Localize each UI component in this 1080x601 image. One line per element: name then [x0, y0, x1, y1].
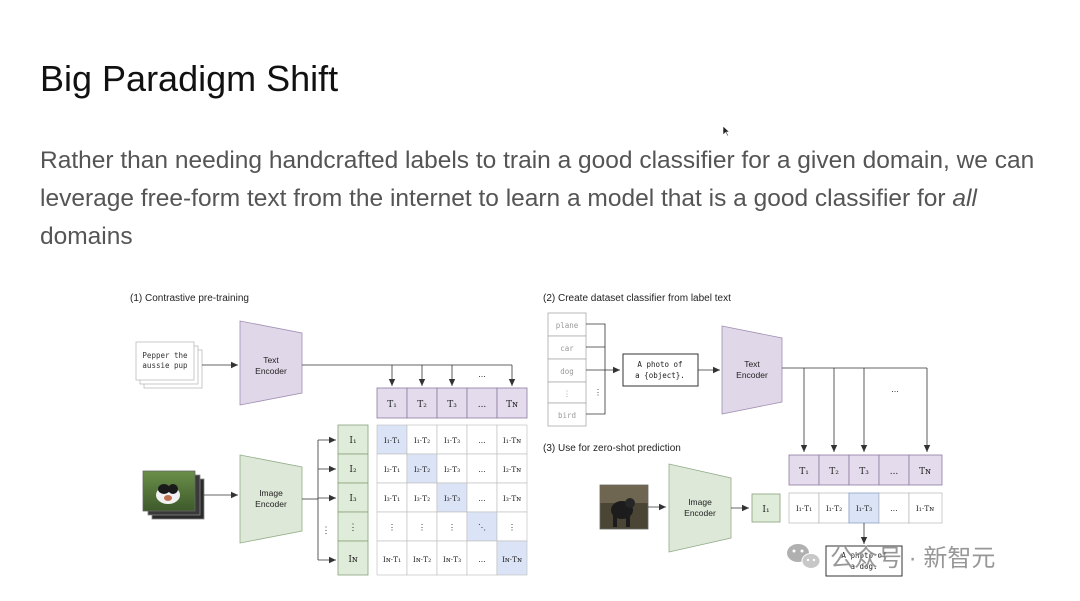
watermark-text: 公众号 · 新智元	[830, 545, 995, 572]
text-encoder-2-line1: Text	[744, 359, 760, 369]
image-encoder-2-line2: Encoder	[684, 508, 716, 518]
text-token-row-2: T₁ T₂ T₃ ... Tɴ	[788, 454, 943, 486]
image-token: I₃	[349, 494, 357, 504]
text-token: T₂	[417, 400, 427, 410]
matrix-cell: ⋮	[508, 523, 516, 532]
dog-photo-1	[142, 470, 196, 512]
score-cell: I₁·T₃	[856, 504, 872, 513]
image-token-column-1: I₁ I₂ I₃ ⋮ Iɴ	[337, 424, 369, 576]
body-text-part2: domains	[40, 223, 133, 250]
image-token: I₂	[349, 465, 357, 475]
score-cell: I₁·T₁	[796, 504, 812, 513]
panel3-heading: (3) Use for zero-shot prediction	[543, 443, 681, 454]
prompt-line2: a {object}.	[635, 371, 685, 380]
body-text-emphasis: all	[952, 185, 977, 212]
text-encoder-1-line1: Text	[263, 355, 279, 365]
matrix-cell: ...	[478, 436, 485, 445]
text-token: T₁	[799, 467, 809, 477]
matrix-cell: I₂·Tɴ	[503, 465, 521, 474]
matrix-cell: I₂·T₃	[444, 465, 460, 474]
label-item: dog	[560, 367, 574, 376]
label-item: bird	[558, 411, 576, 420]
text-token: T₁	[387, 400, 397, 410]
image-encoder-1: Image Encoder	[239, 454, 303, 544]
matrix-cell: I₂·T₂	[414, 465, 430, 474]
mouse-cursor-icon	[722, 125, 730, 137]
slide-title: Big Paradigm Shift	[40, 58, 339, 99]
text-token: T₃	[859, 467, 869, 477]
panel2-top-ellipsis: ...	[891, 384, 899, 394]
panel1-heading: (1) Contrastive pre-training	[130, 293, 249, 304]
prompt-template-box: A photo of a {object}.	[622, 353, 699, 387]
prompt-line1: A photo of	[637, 360, 682, 369]
text-encoder-2-line2: Encoder	[736, 370, 768, 380]
image-stack	[142, 470, 205, 520]
score-row: I₁·T₁ I₁·T₂ I₁·T₃ ... I₁·Tɴ	[788, 492, 943, 524]
prediction-result-box: A photo of a dog.	[825, 545, 903, 577]
matrix-cell: ...	[478, 494, 485, 503]
label-item: ⋮	[563, 389, 571, 398]
text-token: Tɴ	[506, 400, 518, 410]
matrix-cell: I₁·T₁	[384, 436, 400, 445]
matrix-cell: Iɴ·T₂	[413, 555, 431, 564]
matrix-cell: I₁·T₂	[414, 436, 430, 445]
dog-photo-2	[599, 484, 649, 530]
matrix-cell: I₃·T₃	[444, 494, 460, 503]
matrix-cell: Iɴ·T₃	[443, 555, 461, 564]
text-token: T₂	[829, 467, 839, 477]
matrix-cell: I₁·Tɴ	[503, 436, 521, 445]
caption-line2: aussie pup	[142, 361, 188, 370]
label-list: plane car dog ⋮ bird	[547, 312, 587, 427]
score-cell: ...	[890, 504, 897, 513]
similarity-matrix: I₁·T₁ I₁·T₂ I₁·T₃ ... I₁·Tɴ I₂·T₁ I₂·T₂ …	[376, 424, 528, 576]
caption-line1: Pepper the	[142, 351, 188, 360]
image-token-zero-shot: I₁	[751, 493, 781, 523]
matrix-cell: ...	[478, 465, 485, 474]
wechat-icon	[787, 544, 821, 569]
image-encoder-1-line2: Encoder	[255, 499, 287, 509]
image-encoder-1-line1: Image	[259, 488, 283, 498]
matrix-cell: Iɴ·Tɴ	[502, 555, 522, 564]
panel2-heading: (2) Create dataset classifier from label…	[543, 293, 731, 304]
matrix-cell: I₃·T₁	[384, 494, 400, 503]
matrix-cell: I₂·T₁	[384, 465, 400, 474]
slide-body: Rather than needing handcrafted labels t…	[40, 142, 1050, 256]
image-token: ⋮	[349, 523, 358, 533]
panel1-side-ellipsis: ⋮	[322, 525, 331, 535]
matrix-cell: I₁·T₃	[444, 436, 460, 445]
watermark: 公众号 · 新智元	[787, 544, 996, 572]
body-text-part1: Rather than needing handcrafted labels t…	[40, 147, 1035, 212]
matrix-cell: ⋱	[478, 523, 486, 532]
image-token: I₁	[349, 436, 356, 446]
matrix-cell: I₃·T₂	[414, 494, 430, 503]
result-line2: a dog.	[850, 562, 877, 571]
label-item: car	[560, 344, 574, 353]
text-token-row-1: T₁ T₂ T₃ ... Tɴ	[376, 387, 528, 419]
text-token: ...	[478, 400, 487, 410]
label-item: plane	[556, 321, 579, 330]
panel1-top-ellipsis: ...	[478, 369, 486, 379]
caption-stack: Pepper the aussie pup	[135, 341, 203, 389]
label-ellipsis: ⋮	[594, 388, 602, 397]
text-token: Tɴ	[919, 467, 931, 477]
image-token: I₁	[762, 505, 769, 515]
score-cell: I₁·T₂	[826, 504, 842, 513]
text-encoder-1: Text Encoder	[239, 320, 303, 406]
matrix-cell: I₃·Tɴ	[503, 494, 521, 503]
text-token: ...	[890, 467, 899, 477]
matrix-cell: ⋮	[448, 523, 456, 532]
matrix-cell: ⋮	[388, 523, 396, 532]
matrix-cell: Iɴ·T₁	[383, 555, 401, 564]
text-token: T₃	[447, 400, 457, 410]
matrix-cell: ...	[478, 555, 485, 564]
score-cell: I₁·Tɴ	[916, 504, 934, 513]
result-line1: A photo of	[841, 551, 886, 560]
image-encoder-2-line1: Image	[688, 497, 712, 507]
image-token: Iɴ	[348, 555, 358, 565]
image-encoder-2: Image Encoder	[668, 463, 732, 553]
text-encoder-2: Text Encoder	[721, 325, 783, 415]
text-encoder-1-line2: Encoder	[255, 366, 287, 376]
matrix-cell: ⋮	[418, 523, 426, 532]
